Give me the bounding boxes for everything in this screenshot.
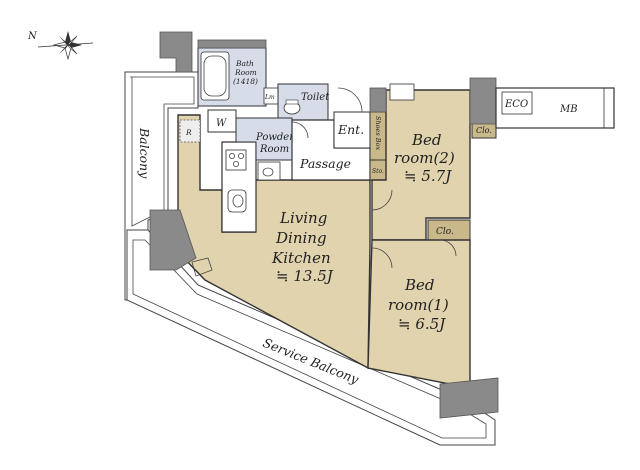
column-top-left [159,31,193,73]
bed2-label-2: room(2) [394,149,455,167]
refrigerator-label: R [185,128,192,137]
closet-bed1-label: Clo. [436,227,454,237]
compass-icon: N [27,31,94,61]
bed1-area: ≒ 6.5J [398,315,446,333]
wall-segment-entrance [369,87,387,113]
bed1-label-1: Bed [404,276,435,294]
refrigerator-space [179,119,201,143]
mb-label: MB [559,104,578,115]
powder-label-2: Room [259,144,289,155]
balcony-label: Balcony [137,127,152,179]
bath-label-3: (1418) [233,77,258,86]
storage-label: Sto. [372,168,384,175]
powder-label-1: Powder [255,132,295,143]
column-right-top [469,77,497,125]
toilet-label: Toilet [301,92,330,103]
bath-label-1: Bath [235,59,254,68]
eco-label: ECO [504,99,528,110]
column-bottom-right [439,377,499,419]
shoes-box-label: Shoes Box [374,116,382,150]
passage-label: Passage [299,156,351,171]
closet-bed2-label: Clo. [476,126,492,135]
washer-label: W [216,118,227,129]
ldk-label-3: Kitchen [271,249,331,267]
wall-segment-top [197,39,267,49]
powder-room [235,117,293,161]
bed2-area: ≒ 5.7J [404,167,452,185]
eco-unit [501,91,533,115]
ldk-label-2: Dining [275,229,327,247]
column-left [149,209,197,271]
bedroom-1 [367,239,471,389]
entrance-label: Ent. [337,122,364,137]
bed1-label-2: room(1) [388,296,449,314]
compass-north-label: N [27,31,38,42]
ldk-area: ≒ 13.5J [276,267,334,285]
window-bed2 [389,83,415,101]
ldk-label-1: Living [279,209,327,227]
toilet-room [277,83,329,123]
lm-label: Lm [264,94,275,101]
bath-label-2: Room [234,68,257,77]
bed2-label-1: Bed [411,131,442,149]
entrance-area [333,111,371,149]
